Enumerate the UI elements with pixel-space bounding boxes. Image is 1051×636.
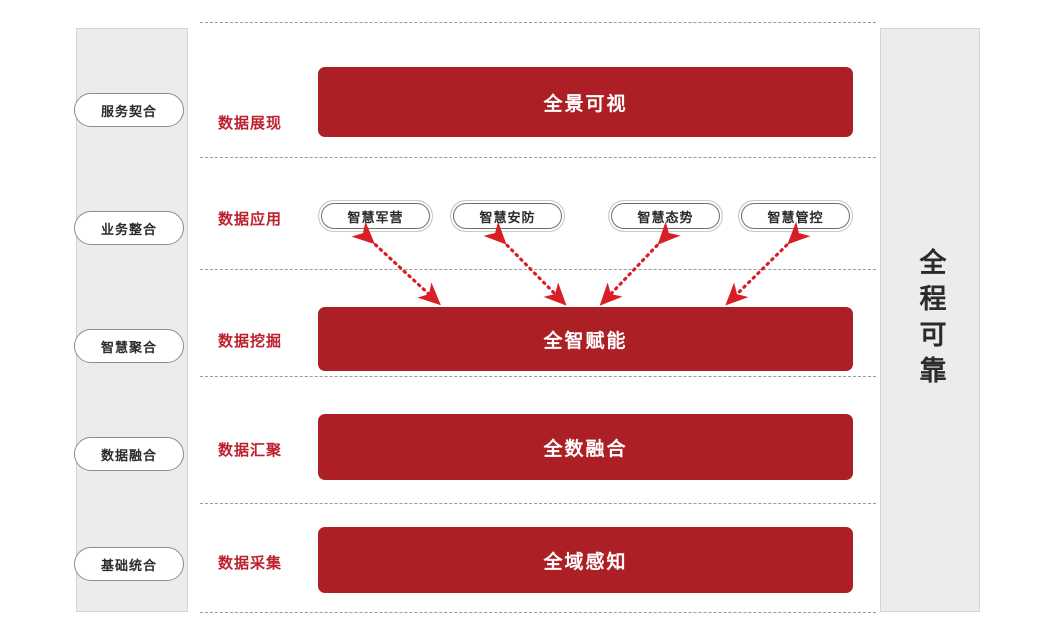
divider-1 (200, 157, 876, 158)
row-label-collection: 数据采集 (218, 554, 283, 572)
layer-bar-presentation[interactable]: 全景可视 (318, 67, 853, 137)
layer-stack: 数据展现 全景可视 数据应用 智慧军营 智慧安防 智慧态势 智慧管控 数据挖掘 … (200, 22, 876, 613)
row-label-mining: 数据挖掘 (218, 332, 283, 350)
rail-pill-0[interactable]: 服务契合 (74, 93, 184, 127)
row-label-aggregation: 数据汇聚 (218, 441, 283, 459)
divider-top (200, 22, 876, 23)
rail-pill-1[interactable]: 业务整合 (74, 211, 184, 245)
divider-2 (200, 269, 876, 270)
rail-pill-3[interactable]: 数据融合 (74, 437, 184, 471)
app-pill-label: 智慧管控 (767, 210, 824, 226)
row-label-presentation: 数据展现 (218, 114, 283, 132)
rail-pill-label: 服务契合 (100, 104, 157, 120)
layer-bar-label: 全景可视 (543, 92, 628, 115)
app-pill-3[interactable]: 智慧管控 (738, 200, 853, 232)
app-pill-label: 智慧态势 (637, 210, 694, 226)
capability-rail: 服务契合 业务整合 智慧聚合 数据融合 基础统合 (74, 28, 188, 612)
app-pill-label: 智慧军营 (347, 210, 404, 226)
app-pill-1[interactable]: 智慧安防 (450, 200, 565, 232)
layer-bar-mining[interactable]: 全智赋能 (318, 307, 853, 371)
rail-pill-label: 业务整合 (100, 222, 157, 238)
divider-3 (200, 376, 876, 377)
reliability-rail-text-wrap: 全程可靠 (881, 29, 979, 611)
reliability-rail: 全程可靠 (880, 28, 980, 612)
reliability-rail-label: 全程可靠 (914, 248, 946, 392)
connector-arrow-2 (599, 221, 681, 306)
connector-arrow-1 (483, 221, 567, 306)
connector-arrow-0 (351, 221, 441, 306)
layer-bar-collection[interactable]: 全域感知 (318, 527, 853, 593)
app-pill-2[interactable]: 智慧态势 (608, 200, 723, 232)
layer-bar-label: 全数融合 (543, 437, 628, 460)
connector-arrow-3 (725, 221, 811, 306)
app-pill-label: 智慧安防 (479, 210, 536, 226)
layer-bar-aggregation[interactable]: 全数融合 (318, 414, 853, 480)
row-label-application: 数据应用 (218, 210, 283, 228)
rail-pill-2[interactable]: 智慧聚合 (74, 329, 184, 363)
layer-bar-label: 全智赋能 (543, 329, 628, 352)
app-pill-0[interactable]: 智慧军营 (318, 200, 433, 232)
rail-pill-label: 基础统合 (100, 558, 157, 574)
rail-pill-4[interactable]: 基础统合 (74, 547, 184, 581)
divider-bottom (200, 612, 876, 613)
layer-bar-label: 全域感知 (543, 550, 628, 573)
divider-4 (200, 503, 876, 504)
rail-pill-label: 智慧聚合 (100, 340, 157, 356)
rail-pill-label: 数据融合 (100, 448, 157, 464)
